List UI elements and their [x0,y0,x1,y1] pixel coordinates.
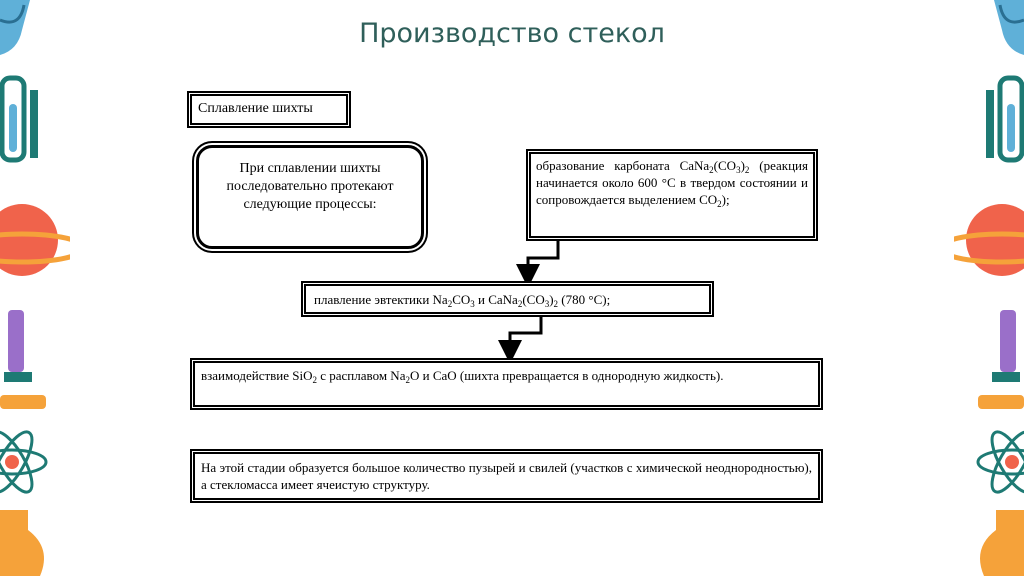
step1-text: образование карбоната CaNa2(CO3)2 (реакц… [536,158,808,209]
test-tube-icon [0,75,38,163]
note-text: На этой стадии образуется большое количе… [201,460,812,492]
planet-icon [0,204,70,276]
step2-box: плавление эвтектики Na2CO3 и CaNa2(CO3)2… [304,284,711,314]
connector-step2-to-step3 [498,315,543,364]
step3-text: взаимодействие SiO2 с расплавом Na2O и C… [201,368,724,385]
step3-box: взаимодействие SiO2 с расплавом Na2O и C… [193,361,820,407]
note-box: На этой стадии образуется большое количе… [193,452,820,500]
microscope-icon [978,310,1024,409]
atom-icon [0,430,48,494]
slide-title: Производство стекол [359,18,665,49]
intro-text: При сплавлении шихты последовательно про… [226,161,394,212]
atom-icon [976,430,1024,494]
step2-text: плавление эвтектики Na2CO3 и CaNa2(CO3)2… [314,292,611,309]
intro-box: При сплавлении шихты последовательно про… [196,145,424,249]
flask-icon [0,0,30,55]
flask-icon [994,0,1024,55]
left-decor-strip [0,0,70,576]
connector-step1-to-step2 [516,241,560,288]
test-tube-icon [986,75,1024,163]
stage-label: Сплавление шихты [198,101,313,116]
microscope-icon [0,310,46,409]
step1-box: образование карбоната CaNa2(CO3)2 (реакц… [529,152,815,238]
beaker-icon [0,510,44,576]
planet-icon [954,204,1024,276]
beaker-icon [980,510,1024,576]
right-decor-strip [954,0,1024,576]
stage-label-box: Сплавление шихты [190,94,348,125]
